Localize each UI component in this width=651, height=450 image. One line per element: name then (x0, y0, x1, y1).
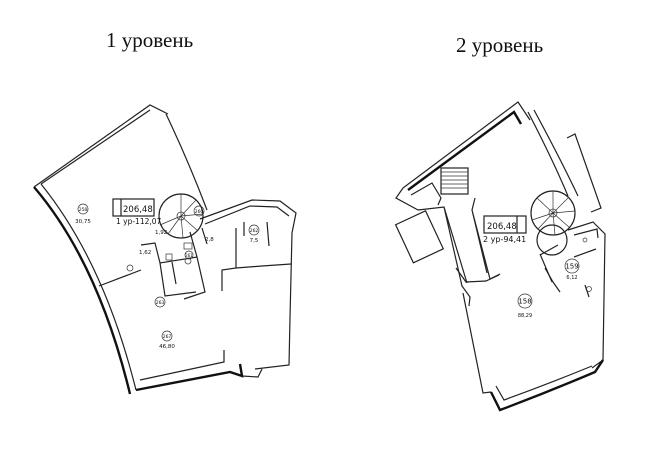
room-marker: 159 6,12 (564, 258, 580, 281)
level-2-title: 2 уровень (456, 33, 544, 57)
level-2-balcony-block (394, 209, 445, 264)
svg-text:6,12: 6,12 (566, 275, 577, 281)
column-marker (126, 264, 134, 272)
level-2-area-total: 206,48 (487, 222, 517, 232)
svg-text:261: 261 (185, 253, 193, 258)
room-marker: 263 (154, 296, 166, 308)
level-1-right-facade (165, 113, 208, 211)
level-2-level-area: 2 ур-94,41 (483, 235, 526, 244)
level-1-top-wall (33, 104, 169, 188)
svg-text:158: 158 (518, 298, 531, 306)
room-marker: 158 88,29 (517, 293, 533, 319)
level-1-area-total: 206,48 (123, 205, 153, 215)
level-1-curved-wall (33, 186, 132, 395)
room-marker: 258 30,75 (75, 203, 91, 225)
level-2-bottom-wall (489, 359, 604, 412)
svg-text:263: 263 (156, 300, 165, 306)
level-2-top-wall (402, 101, 531, 189)
level-1-area-box (112, 198, 155, 217)
level-2-plan: 206,48 2 ур-94,41 158 88,29 159 6,12 (394, 101, 606, 412)
room-marker: 261 (184, 250, 194, 260)
room-marker: 267 46,80 (159, 330, 175, 350)
level-1-level-area: 1 ур-112,07 (116, 217, 162, 226)
dimension-label: 2,8 (205, 237, 214, 243)
svg-text:7,5: 7,5 (250, 238, 259, 244)
room-marker: 262 7,5 (248, 224, 260, 244)
svg-text:30,75: 30,75 (75, 219, 91, 225)
dimension-label: 1,92 (155, 230, 167, 236)
level-1-title: 1 уровень (106, 28, 194, 52)
dimension-label: 1,62 (139, 250, 151, 256)
level-2-right-facade (527, 111, 569, 197)
svg-text:260: 260 (195, 209, 204, 215)
svg-text:258: 258 (79, 207, 88, 213)
level-1-plan: 206,48 1 ур-112,07 258 30,75 260 261 262… (33, 104, 297, 395)
svg-text:159: 159 (565, 263, 578, 271)
level-2-stair-block (440, 167, 469, 195)
level-2-area-box (483, 215, 527, 234)
svg-text:267: 267 (163, 334, 172, 340)
svg-text:46,80: 46,80 (159, 344, 175, 350)
svg-text:262: 262 (250, 228, 259, 234)
level-1-bottom-wall (135, 363, 244, 392)
room-marker: 260 (193, 205, 205, 217)
svg-text:88,29: 88,29 (518, 313, 532, 319)
